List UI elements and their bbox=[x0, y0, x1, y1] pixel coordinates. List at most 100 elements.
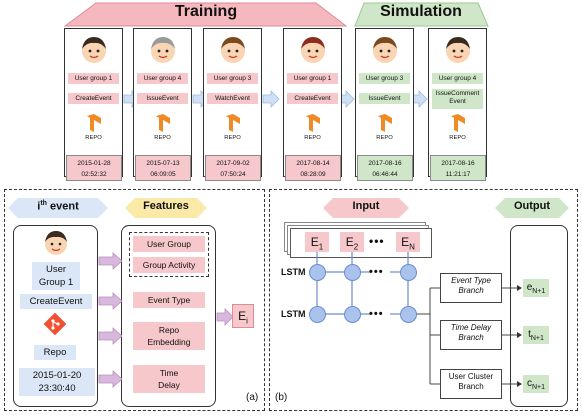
card-date: 2015-01-28 bbox=[77, 160, 111, 167]
output-title: Output bbox=[513, 200, 551, 212]
input-ellipsis: ••• bbox=[369, 234, 385, 248]
card-time: 02:52:32 bbox=[81, 171, 107, 178]
repo-icon bbox=[86, 114, 101, 132]
output-tag-shape bbox=[495, 198, 569, 218]
ith-event-box bbox=[13, 225, 98, 407]
output-time: tN+1 bbox=[523, 326, 549, 344]
user-avatar-icon bbox=[300, 37, 325, 63]
card-repo-label: REPO bbox=[304, 135, 321, 141]
panel-a bbox=[4, 189, 265, 411]
feature-user-group: User Group bbox=[133, 236, 205, 252]
training-title: Training bbox=[174, 3, 238, 20]
output-box bbox=[510, 225, 568, 407]
card-date: 2015-07-13 bbox=[146, 160, 180, 167]
card-repo-label: REPO bbox=[376, 135, 393, 141]
card-date: 2017-08-14 bbox=[296, 160, 330, 167]
card-repo-label: REPO bbox=[449, 135, 466, 141]
card-timestamp: 2015-07-13 06:09:05 bbox=[135, 155, 191, 181]
user-avatar-icon bbox=[81, 37, 106, 63]
arrow-5 bbox=[412, 90, 428, 108]
card-repo-label: REPO bbox=[224, 135, 241, 141]
card-date: 2017-08-16 bbox=[368, 160, 402, 167]
card-user-group: User group 1 bbox=[68, 73, 119, 84]
panel-b-label: (b) bbox=[275, 392, 288, 403]
card-time: 07:50:24 bbox=[220, 171, 246, 178]
features-title: Features bbox=[143, 200, 189, 212]
card-user-group: User group 4 bbox=[137, 73, 188, 84]
lstm-label-2: LSTM bbox=[281, 309, 306, 319]
card-time: 06:09:05 bbox=[150, 171, 176, 178]
panel-a-label: (a) bbox=[246, 392, 259, 403]
card-user-group: User group 3 bbox=[207, 73, 258, 84]
card-timestamp: 2017-08-16 11:21:17 bbox=[430, 155, 486, 181]
group-features-box bbox=[129, 232, 209, 277]
input-en: EN bbox=[396, 232, 420, 252]
card-timestamp: 2017-08-16 06:46:44 bbox=[357, 155, 413, 181]
feature-arrows bbox=[98, 252, 234, 388]
event-label: CreateEvent bbox=[20, 294, 92, 309]
user-avatar-icon bbox=[372, 37, 397, 63]
lstm-label-1: LSTM bbox=[281, 267, 306, 277]
lstm-node bbox=[344, 306, 361, 323]
repo-icon bbox=[155, 114, 170, 132]
card-event: WatchEvent bbox=[207, 93, 258, 104]
input-tag-shape bbox=[323, 198, 409, 218]
input-e1: E1 bbox=[305, 232, 329, 252]
output-cluster: cN+1 bbox=[523, 375, 549, 393]
card-event: IssueComment Event bbox=[432, 89, 483, 109]
lstm-node bbox=[344, 264, 361, 281]
card-repo-label: REPO bbox=[154, 135, 171, 141]
user-avatar-icon bbox=[45, 231, 67, 255]
simulation-title: Simulation bbox=[380, 3, 462, 20]
lstm-ellipsis: ••• bbox=[369, 266, 384, 278]
panel-b bbox=[269, 189, 578, 411]
arrow-3 bbox=[262, 90, 280, 108]
card-user-group: User group 3 bbox=[359, 73, 410, 84]
card-user-group: User group 4 bbox=[432, 73, 483, 84]
input-title: Input bbox=[352, 200, 380, 212]
card-date: 2017-09-02 bbox=[216, 160, 250, 167]
output-event: eN+1 bbox=[523, 279, 549, 297]
card-timestamp: 2017-09-02 07:50:24 bbox=[205, 155, 261, 181]
lstm-node bbox=[400, 264, 417, 281]
ei-output: Ei bbox=[232, 304, 254, 328]
card-time: 06:46:44 bbox=[372, 171, 398, 178]
git-logo-icon bbox=[44, 313, 66, 335]
features-box bbox=[121, 225, 216, 407]
repo-icon bbox=[377, 114, 392, 132]
lstm-ellipsis: ••• bbox=[369, 308, 384, 320]
user-avatar-icon bbox=[150, 37, 175, 63]
card-date: 2017-08-16 bbox=[441, 160, 475, 167]
user-avatar-icon bbox=[220, 37, 245, 63]
card-time: 11:21:17 bbox=[445, 171, 471, 178]
card-user-group: User group 1 bbox=[287, 73, 338, 84]
lstm-node bbox=[309, 306, 326, 323]
card-event: IssueEvent bbox=[137, 93, 188, 104]
simulation-banner bbox=[354, 2, 489, 27]
card-event: CreateEvent bbox=[68, 93, 119, 104]
repo-icon bbox=[305, 114, 320, 132]
feature-group-activity: Group Activity bbox=[133, 257, 205, 273]
lstm-node bbox=[309, 264, 326, 281]
card-timestamp: 2015-01-28 02:52:32 bbox=[66, 155, 122, 181]
user-avatar-icon bbox=[445, 37, 470, 63]
phase-banners bbox=[63, 2, 489, 27]
repo-label: Repo bbox=[34, 345, 76, 360]
training-banner bbox=[63, 2, 348, 27]
card-repo-label: REPO bbox=[85, 135, 102, 141]
ith-event-title: ith event bbox=[37, 200, 79, 213]
